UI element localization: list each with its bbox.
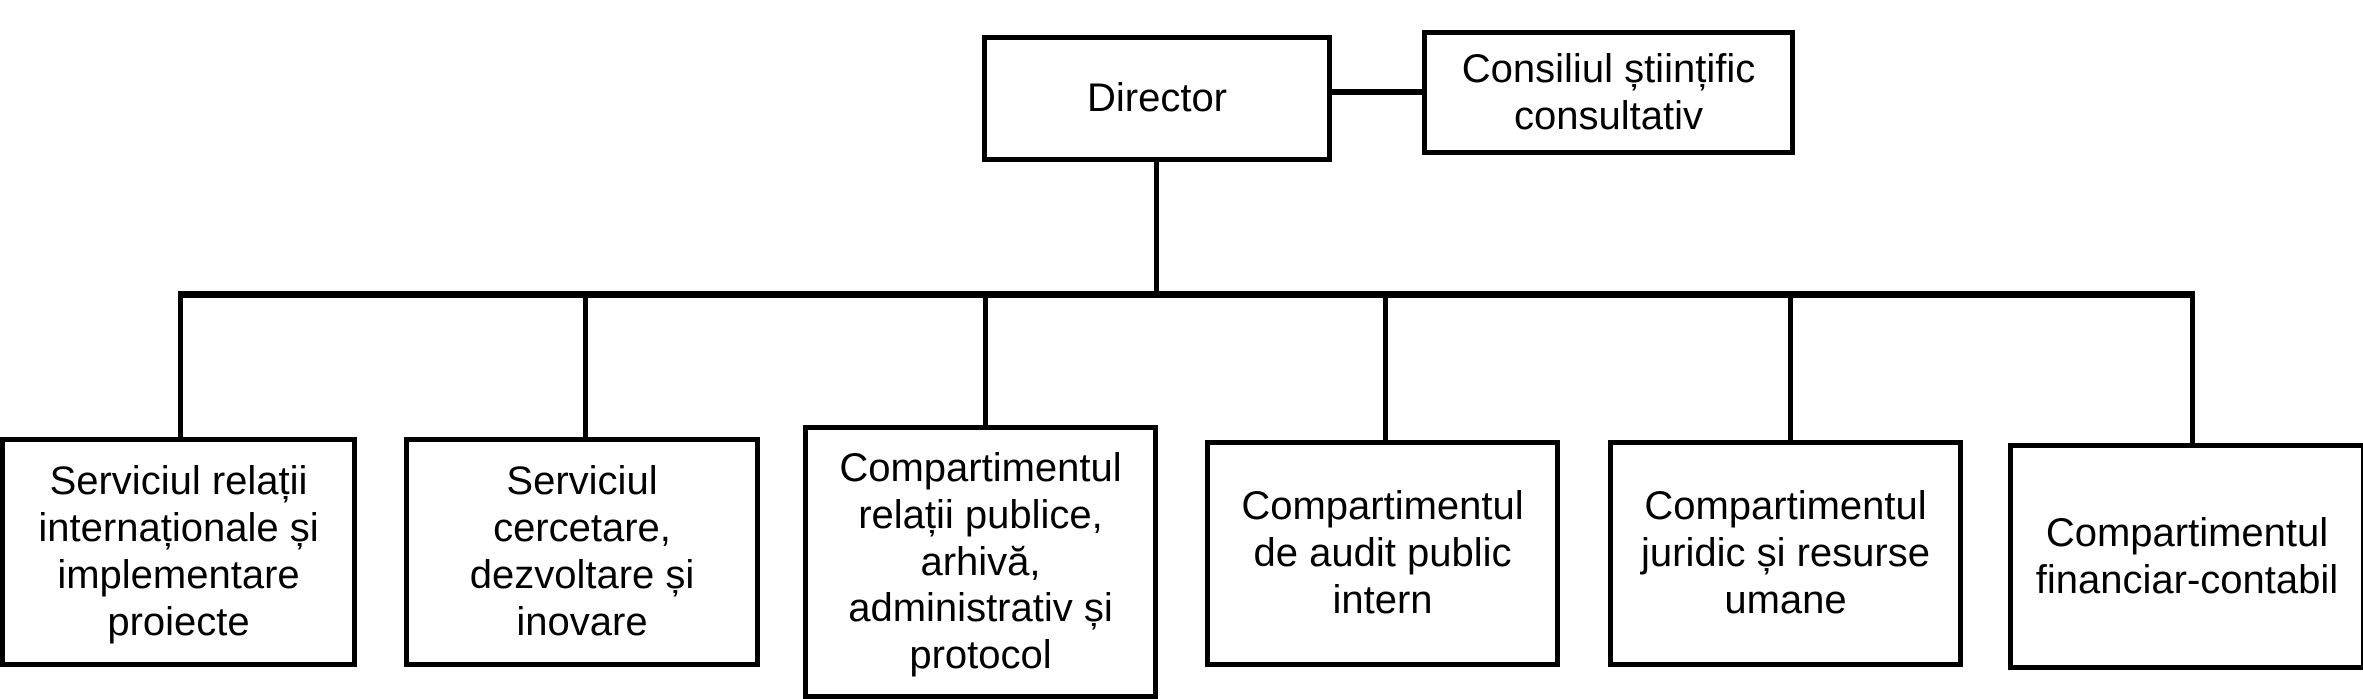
- node-compartimentul-financiar-contabil-label: Compartimentul financiar-contabil: [2035, 510, 2339, 602]
- node-serviciul-relatii-internationale[interactable]: Serviciul relații internaționale și impl…: [0, 437, 357, 667]
- node-compartimentul-juridic-resurse-umane-label: Compartimentul juridic și resurse umane: [1641, 484, 1930, 622]
- connector-drop-internal-audit: [1383, 293, 1388, 442]
- node-director[interactable]: Director: [982, 35, 1332, 162]
- connector-distribution-bus: [178, 291, 2195, 298]
- node-compartimentul-financiar-contabil[interactable]: Compartimentul financiar-contabil: [2008, 443, 2363, 670]
- connector-drop-legal-hr: [1788, 293, 1793, 442]
- node-compartimentul-audit-public-intern[interactable]: Compartimentul de audit public intern: [1205, 440, 1560, 667]
- connector-director-trunk: [1154, 160, 1159, 296]
- node-serviciul-cercetare-dezvoltare-label: Serviciul cercetare, dezvoltare și inova…: [469, 459, 695, 644]
- node-compartimentul-relatii-publice[interactable]: Compartimentul relații publice, arhivă, …: [803, 425, 1158, 699]
- connector-drop-financial-accounting: [2190, 293, 2195, 445]
- node-compartimentul-audit-public-intern-label: Compartimentul de audit public intern: [1241, 484, 1524, 622]
- node-serviciul-relatii-internationale-label: Serviciul relații internaționale și impl…: [38, 459, 319, 644]
- node-compartimentul-relatii-publice-label: Compartimentul relații publice, arhivă, …: [839, 446, 1122, 678]
- node-director-label: Director: [1086, 76, 1228, 121]
- connector-drop-international-relations: [178, 293, 183, 439]
- connector-director-to-council: [1330, 89, 1424, 95]
- connector-drop-public-relations: [983, 293, 988, 427]
- node-consiliul-stiintific-consultativ-label: Consiliul științific consultativ: [1461, 46, 1756, 138]
- node-consiliul-stiintific-consultativ[interactable]: Consiliul științific consultativ: [1422, 30, 1795, 155]
- node-compartimentul-juridic-resurse-umane[interactable]: Compartimentul juridic și resurse umane: [1608, 440, 1963, 667]
- node-serviciul-cercetare-dezvoltare[interactable]: Serviciul cercetare, dezvoltare și inova…: [404, 437, 760, 667]
- connector-drop-research-development: [583, 293, 588, 439]
